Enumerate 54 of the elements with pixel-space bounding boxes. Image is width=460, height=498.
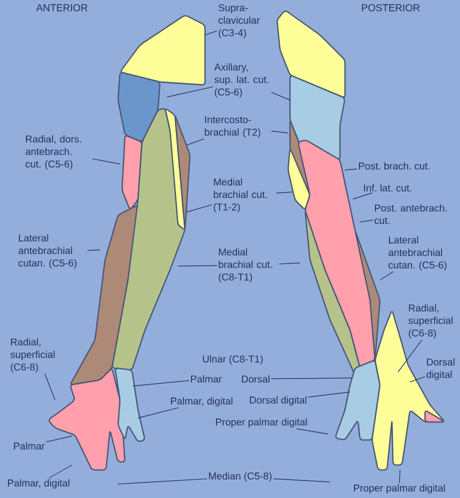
leader-line: [380, 271, 394, 280]
leader-line: [398, 339, 422, 372]
leader-line: [48, 464, 72, 478]
leader-line: [46, 436, 72, 442]
nerve-label: Medial brachial cut. (C8-T1): [218, 248, 272, 283]
leader-line: [296, 428, 328, 434]
nerve-label: Median (C5-8): [209, 472, 272, 482]
leader-line: [344, 168, 358, 170]
nerve-label: Proper palmar digital: [354, 484, 445, 494]
leader-line: [92, 158, 120, 164]
nerve-label: Lateral antebrachial cutan. (C5-6): [388, 236, 446, 271]
view-heading: ANTERIOR: [36, 4, 88, 12]
leader-line: [308, 392, 350, 398]
leader-line: [132, 380, 190, 386]
nerve-label: Lateral antebrachial cutan. (C5-6): [18, 234, 76, 269]
nerve-label: Radial, superficial (C6-8): [408, 304, 453, 339]
nerve-label: Supra- clavicular (C3-4): [218, 4, 260, 38]
nerve-label: Dorsal digital: [250, 396, 306, 406]
nerve-label: Palmar, digital: [8, 479, 70, 489]
nerve-label: Ulnar (C8-T1): [202, 355, 263, 365]
nerve-label: Palmar, digital: [171, 397, 232, 407]
leader-line: [186, 204, 212, 212]
leader-line: [204, 30, 218, 36]
leader-line: [178, 265, 218, 266]
leader-line: [166, 86, 214, 98]
nerve-label: Inf. lat. cut.: [364, 184, 412, 192]
leader-line: [352, 192, 373, 200]
nerve-label: Radial, dors. antebrach. cut. (C5-6): [26, 135, 81, 170]
nerve-label: Post. antebrach. cut.: [374, 204, 447, 224]
leader-line: [118, 478, 208, 484]
nerve-label: Dorsal: [242, 375, 270, 383]
leader-line: [271, 130, 288, 134]
nerve-label: Proper palmar digital: [216, 418, 307, 428]
leader-line: [271, 92, 290, 100]
leader-line: [138, 407, 179, 418]
view-heading: POSTERIOR: [362, 4, 420, 12]
leader-line: [399, 470, 400, 484]
nerve-label: Dorsal digital: [426, 358, 454, 380]
leader-line: [410, 376, 426, 382]
leader-line: [186, 138, 204, 146]
nerve-label: Medial brachial cut. (T1-2): [214, 178, 267, 213]
leader-line: [270, 378, 352, 380]
leader-line: [87, 250, 100, 251]
leader-line: [279, 262, 300, 264]
nerve-label: Post. brach. cut.: [359, 162, 430, 170]
leader-line: [272, 478, 330, 482]
nerve-label: Axillary, sup. lat. cut. (C5-6): [214, 63, 268, 98]
nerve-label: Palmar: [14, 442, 45, 450]
leader-line: [360, 220, 374, 222]
leader-line: [44, 373, 56, 400]
nerve-label: Radial, superficial (C6-8): [10, 338, 55, 373]
nerve-label: Intercosto- brachial (T2): [204, 116, 260, 138]
nerve-label: Palmar: [191, 375, 222, 383]
leader-line: [276, 192, 292, 194]
